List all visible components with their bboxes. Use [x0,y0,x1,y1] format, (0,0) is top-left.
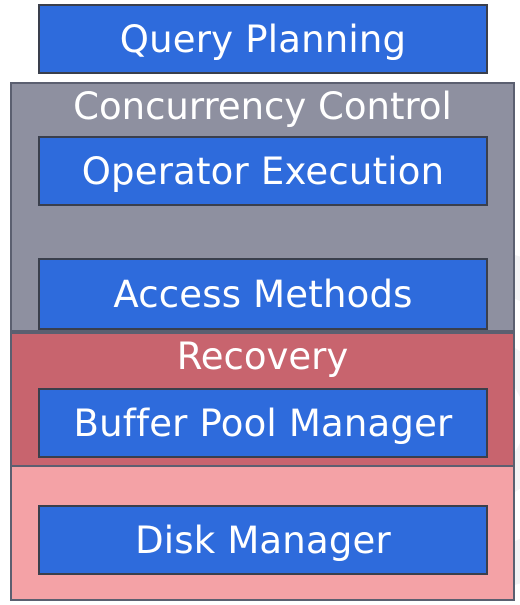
recovery-label: Recovery [176,335,349,378]
operator-execution-label: Operator Execution [81,149,445,193]
concurrency-control-label: Concurrency Control [73,85,452,128]
disk-manager-layer: Disk Manager [38,505,488,575]
query-planning-label: Query Planning [119,17,407,61]
query-planning-layer: Query Planning [38,4,488,74]
access-methods-layer: Access Methods [38,258,488,330]
buffer-pool-manager-layer: Buffer Pool Manager [38,388,488,458]
access-methods-label: Access Methods [113,272,413,316]
disk-manager-label: Disk Manager [135,518,391,562]
buffer-pool-manager-label: Buffer Pool Manager [73,401,453,445]
operator-execution-layer: Operator Execution [38,136,488,206]
